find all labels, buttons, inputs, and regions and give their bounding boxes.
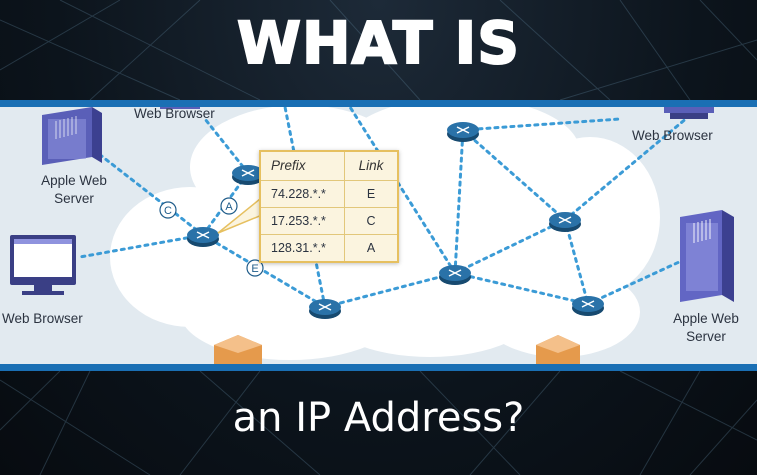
web-browser-monitor-icon	[10, 235, 76, 295]
web-browser-left-label: Web Browser	[2, 311, 83, 326]
table-row: 74.228.*.* E	[261, 180, 397, 207]
link-marker-e: E	[251, 263, 258, 275]
link-cell: E	[366, 187, 376, 201]
prefix-cell: 74.228.*.*	[261, 181, 345, 207]
routing-table-header: Prefix Link	[261, 152, 397, 180]
apple-web-server-right-icon	[680, 210, 734, 302]
server-right-line2: Server	[686, 329, 726, 344]
prefix-cell: 17.253.*.*	[261, 208, 345, 234]
link-cell: A	[366, 241, 376, 255]
web-browser-top-right-label: Web Browser	[632, 128, 713, 143]
prefix-cell: 128.31.*.*	[261, 235, 345, 261]
frame-border-top	[0, 100, 757, 107]
router-icons	[187, 122, 604, 319]
link-markers: C A E	[159, 197, 264, 277]
title-bottom: an IP Address?	[232, 395, 525, 441]
link-header: Link	[358, 158, 384, 173]
web-browser-top-center-icon	[160, 107, 200, 109]
package-box-icon	[214, 335, 580, 364]
apple-web-server-right-label: Apple Web Server	[668, 310, 744, 346]
link-cell: C	[366, 214, 376, 228]
apple-web-server-left-icon	[42, 107, 102, 165]
server-left-line2: Server	[54, 191, 94, 206]
apple-web-server-left-label: Apple Web Server	[36, 172, 112, 208]
frame-border-bottom	[0, 364, 757, 371]
table-row: 17.253.*.* C	[261, 207, 397, 234]
server-right-line1: Apple Web	[673, 311, 739, 326]
web-browser-top-right-icon	[664, 107, 714, 119]
web-browser-top-center-label: Web Browser	[134, 107, 215, 121]
table-row: 128.31.*.* A	[261, 234, 397, 261]
network-links	[78, 107, 702, 309]
link-marker-c: C	[164, 205, 172, 217]
server-left-line1: Apple Web	[41, 173, 107, 188]
link-marker-a: A	[225, 201, 233, 213]
network-diagram: C A E	[0, 107, 757, 364]
routing-table: Prefix Link 74.228.*.* E 17.253.*.* C 12…	[259, 150, 399, 263]
prefix-header: Prefix	[261, 152, 345, 180]
title-top: WHAT IS	[236, 9, 520, 77]
